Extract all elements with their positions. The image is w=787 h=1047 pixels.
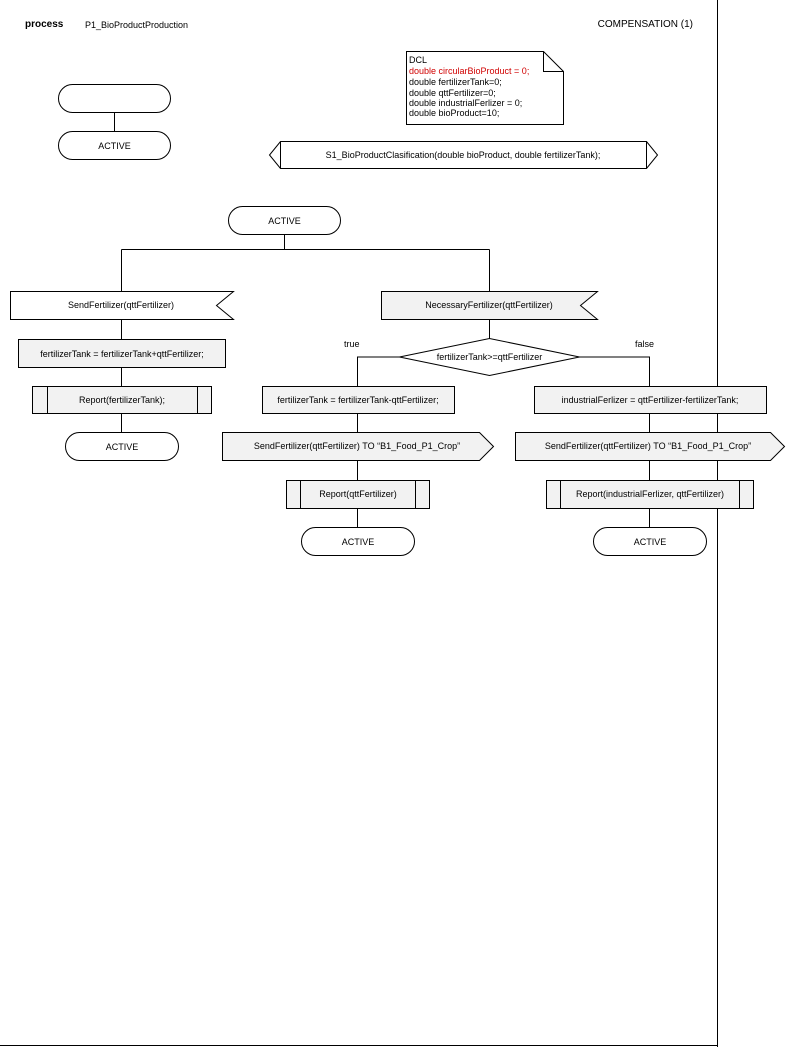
false-task[interactable]: industrialFerlizer = qttFertilizer-ferti…	[534, 386, 767, 414]
main-state-label: ACTIVE	[268, 216, 301, 226]
false-next-state[interactable]	[593, 527, 707, 556]
decision-label: fertilizerTank>=qttFertilizer	[437, 352, 543, 362]
dcl-line-5: double bioProduct=10;	[409, 108, 499, 118]
dcl-line-2: double fertilizerTank=0;	[409, 77, 502, 87]
true-next-state-label: ACTIVE	[342, 537, 375, 547]
dcl-title: DCL	[409, 55, 427, 65]
left-task[interactable]: fertilizerTank = fertilizerTank+qttFerti…	[18, 339, 226, 368]
left-procedure-label: Report(fertilizerTank);	[79, 395, 165, 405]
page-label: COMPENSATION (1)	[598, 19, 693, 30]
dcl-line-3: double qttFertilizer=0;	[409, 88, 496, 98]
true-procedure-label: Report(qttFertilizer)	[319, 489, 397, 499]
false-label: false	[635, 339, 654, 349]
initial-state[interactable]	[58, 131, 171, 160]
start-symbol[interactable]	[58, 84, 171, 113]
left-input-signal[interactable]: SendFertilizer(qttFertilizer)	[10, 291, 235, 320]
false-task-label: industrialFerlizer = qttFertilizer-ferti…	[562, 395, 739, 405]
true-task[interactable]: fertilizerTank = fertilizerTank-qttFerti…	[262, 386, 455, 414]
dcl-line-4: double industrialFerlizer = 0;	[409, 98, 522, 108]
true-procedure-call[interactable]: Report(qttFertilizer)	[286, 480, 430, 509]
dcl-line-1: double circularBioProduct = 0;	[409, 66, 529, 76]
process-keyword: process	[25, 19, 64, 30]
procedure-reference[interactable]: S1_BioProductClasification(double bioPro…	[268, 141, 659, 169]
initial-state-label: ACTIVE	[98, 141, 131, 151]
false-output-label: SendFertilizer(qttFertilizer) TO “B1_Foo…	[545, 441, 751, 451]
false-procedure-label: Report(industrialFerlizer, qttFertilizer…	[576, 489, 724, 499]
left-next-state-label: ACTIVE	[106, 442, 139, 452]
right-input-signal[interactable]: NecessaryFertilizer(qttFertilizer)	[381, 291, 599, 320]
left-input-label: SendFertilizer(qttFertilizer)	[68, 300, 174, 310]
branch-connector	[121, 234, 490, 292]
right-input-label: NecessaryFertilizer(qttFertilizer)	[425, 300, 553, 310]
false-procedure-call[interactable]: Report(industrialFerlizer, qttFertilizer…	[546, 480, 754, 509]
false-output-signal[interactable]: SendFertilizer(qttFertilizer) TO “B1_Foo…	[515, 432, 786, 461]
true-output-signal[interactable]: SendFertilizer(qttFertilizer) TO “B1_Foo…	[222, 432, 495, 461]
process-name: P1_BioProductProduction	[85, 20, 188, 30]
decision-branches	[357, 356, 650, 387]
left-task-label: fertilizerTank = fertilizerTank+qttFerti…	[40, 349, 204, 359]
true-task-label: fertilizerTank = fertilizerTank-qttFerti…	[277, 395, 438, 405]
left-next-state[interactable]	[65, 432, 179, 461]
decision[interactable]: fertilizerTank>=qttFertilizer	[399, 337, 580, 377]
false-next-state-label: ACTIVE	[634, 537, 667, 547]
left-procedure-call[interactable]: Report(fertilizerTank);	[32, 386, 212, 414]
true-next-state[interactable]	[301, 527, 415, 556]
procedure-reference-label: S1_BioProductClasification(double bioPro…	[326, 150, 601, 160]
dcl-text-symbol: DCL double circularBioProduct = 0; doubl…	[406, 51, 564, 125]
true-output-label: SendFertilizer(qttFertilizer) TO “B1_Foo…	[254, 441, 460, 451]
true-label: true	[344, 339, 360, 349]
